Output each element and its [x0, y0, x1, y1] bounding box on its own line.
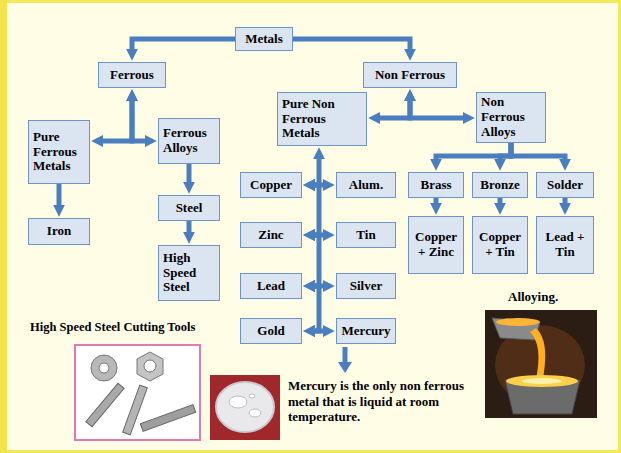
process-box: Pure Non Ferrous Metals	[277, 92, 367, 146]
process-box: Lead	[240, 273, 302, 299]
box-label: High Speed Steel	[163, 251, 215, 296]
arrow-connector	[187, 164, 192, 183]
mercury-drop	[249, 409, 261, 417]
arrow-connector	[57, 184, 62, 206]
process-box: Copper + Zinc	[408, 216, 464, 274]
box-label: Solder	[547, 178, 583, 193]
note-label: Alloying.	[508, 289, 598, 305]
process-box: Copper + Tin	[472, 216, 528, 274]
arrow-connector	[293, 39, 410, 50]
box-label: Iron	[47, 224, 71, 239]
leader-arrowhead	[338, 362, 352, 373]
ladle-symbol	[492, 318, 540, 340]
process-box: Zinc	[240, 222, 302, 248]
box-label: Silver	[350, 279, 383, 294]
photo-frame	[75, 345, 200, 440]
process-box: Ferrous Alloys	[158, 118, 220, 164]
box-label: Bronze	[480, 178, 519, 193]
process-box: Metals	[235, 27, 293, 51]
note-label: High Speed Steel Cutting Tools	[30, 320, 210, 335]
box-label: Ferrous Alloys	[163, 126, 215, 156]
arrow-connector	[379, 100, 410, 118]
tools-photo	[75, 345, 200, 440]
box-label: Gold	[257, 324, 284, 339]
tap-symbol	[140, 405, 195, 432]
molten-highlight	[522, 378, 562, 384]
photo-ground	[210, 375, 280, 440]
box-label: Steel	[176, 201, 203, 216]
box-label: Copper + Zinc	[413, 230, 459, 260]
box-label: Pure Non Ferrous Metals	[282, 97, 362, 142]
process-box: Mercury	[336, 318, 396, 344]
arrow-connector	[436, 143, 511, 160]
process-box: Lead + Tin	[536, 216, 594, 274]
arrow-connector	[563, 198, 568, 204]
process-box: Pure Ferrous Metals	[28, 120, 90, 184]
arrow-connector	[187, 221, 192, 233]
arrow-connector	[102, 100, 132, 141]
page-edge-band	[0, 0, 7, 453]
process-box: Steel	[158, 195, 220, 221]
process-box: Brass	[408, 172, 464, 198]
box-label: Non Ferrous Alloys	[481, 95, 541, 140]
tap-symbol	[86, 383, 124, 426]
process-box: Non Ferrous Alloys	[476, 92, 546, 143]
dish-symbol	[216, 382, 274, 432]
photo-ground	[485, 310, 597, 418]
die-hole	[99, 363, 109, 373]
box-label: Brass	[420, 178, 451, 193]
die-symbol	[91, 355, 117, 381]
process-box: Copper	[240, 172, 302, 198]
box-label: Tin	[356, 228, 375, 243]
arrow-connector	[511, 143, 565, 160]
box-label: Copper	[250, 178, 292, 193]
process-box: Solder	[536, 172, 594, 198]
die-hole	[144, 360, 156, 372]
molten-metal	[506, 375, 578, 387]
arrow-connector	[132, 100, 146, 141]
process-box: Gold	[240, 318, 302, 344]
leader-line	[343, 347, 348, 362]
arrow-connector	[434, 198, 439, 204]
box-label: Ferrous	[110, 68, 154, 83]
mercury-drop	[249, 394, 255, 398]
process-box: Alum.	[336, 172, 396, 198]
process-box: High Speed Steel	[158, 245, 220, 301]
arrow-connector	[410, 100, 464, 118]
process-box: Non Ferrous	[363, 62, 457, 88]
hex-die-symbol	[137, 352, 163, 381]
arrow-connector	[314, 185, 319, 235]
box-label: Metals	[245, 32, 283, 47]
alloying-photo	[485, 310, 597, 418]
arrow-connector	[314, 235, 319, 286]
process-box: Ferrous	[98, 62, 166, 88]
box-label: Alum.	[349, 178, 383, 193]
arrow-connector	[314, 158, 319, 185]
arrow-connector	[132, 39, 235, 50]
note-label: Mercury is the only non ferrous metal th…	[288, 378, 466, 425]
box-label: Copper + Tin	[477, 230, 523, 260]
mercury-photo	[210, 375, 280, 440]
box-label: Mercury	[342, 324, 391, 339]
process-box: Iron	[28, 218, 90, 245]
box-label: Non Ferrous	[375, 68, 445, 83]
pour-stream	[530, 328, 545, 380]
mercury-drop	[229, 396, 247, 408]
process-box: Tin	[336, 222, 396, 248]
box-label: Pure Ferrous Metals	[33, 130, 85, 175]
molten-metal	[496, 318, 540, 326]
arrow-connector	[498, 198, 503, 204]
box-label: Lead	[257, 279, 285, 294]
box-label: Lead + Tin	[541, 230, 589, 260]
box-label: Zinc	[258, 228, 283, 243]
process-box: Silver	[336, 273, 396, 299]
arrow-connector	[314, 286, 319, 331]
process-box: Bronze	[472, 172, 528, 198]
